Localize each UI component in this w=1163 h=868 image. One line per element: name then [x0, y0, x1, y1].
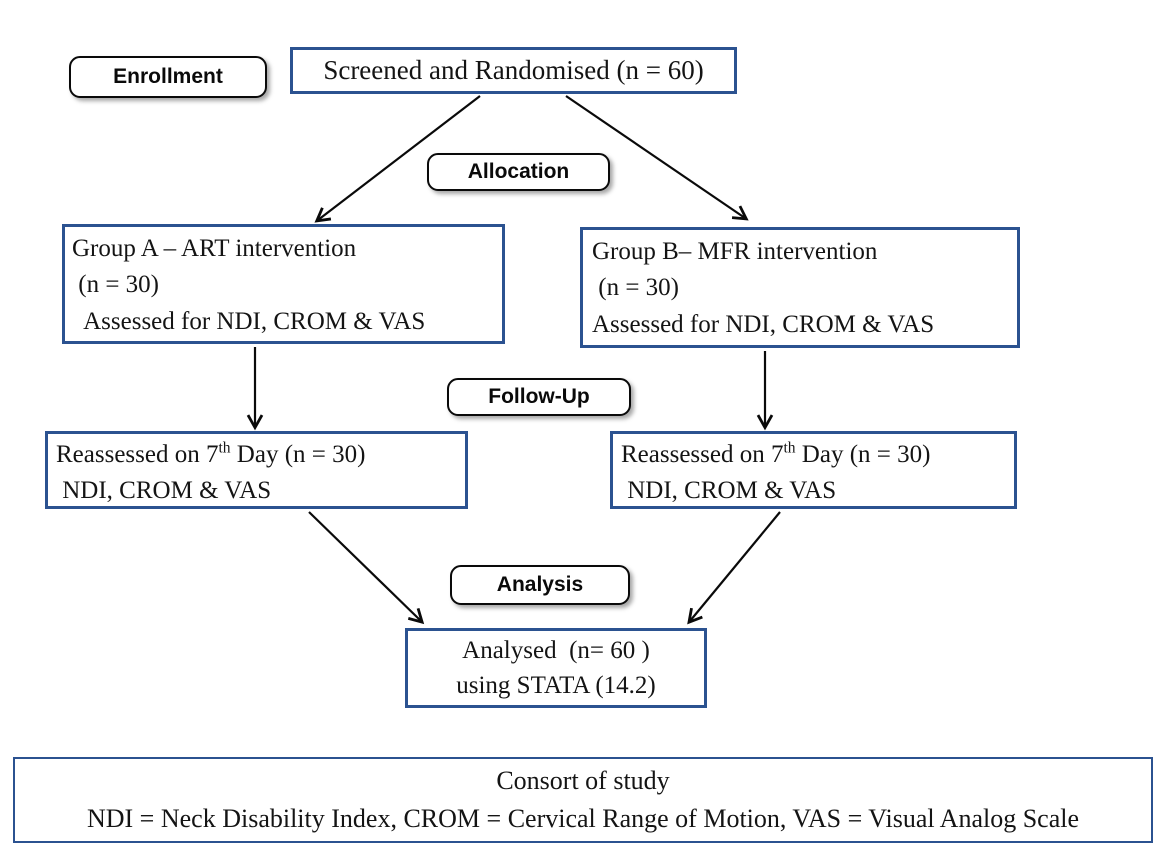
reassess-a-line-1-sup: th: [218, 439, 231, 457]
group-b-line-1: Group B– MFR intervention: [592, 238, 878, 265]
allocation-stage-label-text: Allocation: [467, 160, 570, 183]
group-b-line-2: (n = 30): [592, 274, 679, 302]
arrow-reassess-b-to-analysed: [687, 511, 781, 625]
caption-abbreviations: NDI = Neck Disability Index, CROM = Cerv…: [86, 804, 1080, 833]
reassess-b-box: Reassessed on 7th Day (n = 30) NDI, CROM…: [610, 431, 1017, 509]
reassess-b-line-1-pre: Reassessed on 7: [621, 441, 784, 468]
group-a-line-2: (n = 30): [72, 271, 159, 299]
group-a-box: Group A – ART intervention (n = 30) Asse…: [62, 224, 505, 344]
reassess-b-line-1-post: Day (n = 30): [795, 441, 931, 468]
group-a-line-3: Assessed for NDI, CROM & VAS: [72, 307, 426, 335]
followup-stage-label: Follow-Up: [447, 378, 631, 416]
group-b-line-3: Assessed for NDI, CROM & VAS: [592, 310, 935, 338]
analysis-stage-label-text: Analysis: [496, 573, 584, 596]
reassess-b-line-1-sup: th: [783, 439, 796, 457]
reassess-a-line-1-pre: Reassessed on 7: [56, 441, 219, 468]
reassess-a-line-1-post: Day (n = 30): [230, 441, 366, 468]
reassess-b-line-2: NDI, CROM & VAS: [621, 477, 837, 505]
group-b-box: Group B– MFR intervention (n = 30) Asses…: [580, 227, 1020, 348]
arrow-reassess-a-to-analysed: [308, 511, 425, 625]
reassess-a-line-2: NDI, CROM & VAS: [56, 477, 272, 505]
reassess-b-line-1: Reassessed on 7th Day (n = 30): [621, 437, 1010, 473]
enrollment-stage-label-text: Enrollment: [113, 65, 223, 88]
reassess-a-box: Reassessed on 7th Day (n = 30) NDI, CROM…: [45, 431, 468, 509]
screened-randomised-text: Screened and Randomised (n = 60): [323, 54, 704, 85]
caption-title: Consort of study: [496, 766, 670, 796]
analysed-line-1: Analysed (n= 60 ): [462, 637, 650, 664]
screened-randomised-box: Screened and Randomised (n = 60): [290, 47, 737, 94]
group-a-line-1: Group A – ART intervention: [72, 235, 357, 262]
allocation-stage-label: Allocation: [427, 153, 610, 191]
enrollment-stage-label: Enrollment: [69, 56, 267, 98]
reassess-a-line-1: Reassessed on 7th Day (n = 30): [56, 437, 461, 473]
analysed-box: Analysed (n= 60 ) using STATA (14.2): [405, 628, 707, 708]
analysed-line-2: using STATA (14.2): [456, 672, 656, 699]
followup-stage-label-text: Follow-Up: [488, 385, 590, 408]
caption-box: Consort of study NDI = Neck Disability I…: [13, 757, 1153, 843]
analysis-stage-label: Analysis: [450, 565, 630, 605]
